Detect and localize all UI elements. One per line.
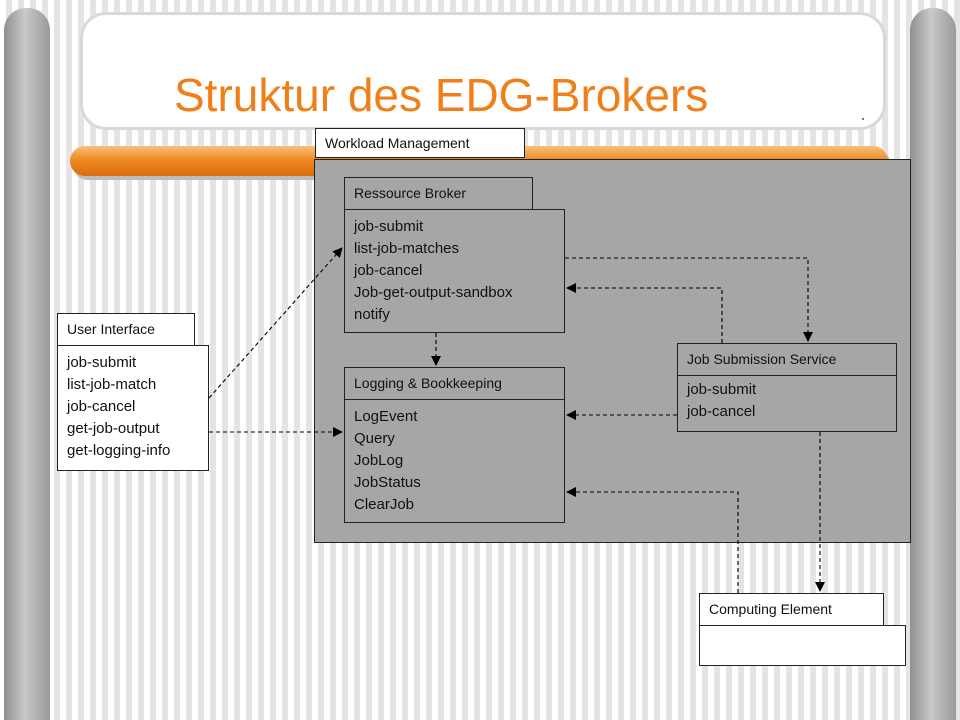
- logging-bookkeeping-item: JobLog: [354, 452, 404, 469]
- title-box: [80, 12, 886, 130]
- right-decorative-panel: [910, 8, 956, 720]
- ressource-broker-item: list-job-matches: [354, 240, 460, 257]
- logging-bookkeeping-item: JobStatus: [354, 474, 421, 491]
- title-dot: [862, 118, 864, 120]
- job-submission-service-box: job-submit job-cancel: [677, 375, 897, 432]
- user-interface-item: job-submit: [67, 354, 137, 371]
- user-interface-item: get-logging-info: [67, 442, 171, 459]
- ressource-broker-item: job-submit: [354, 218, 424, 235]
- logging-bookkeeping-item: LogEvent: [354, 408, 418, 425]
- user-interface-tab: User Interface: [57, 313, 195, 346]
- slide-title: Struktur des EDG-Brokers: [174, 69, 709, 121]
- computing-element-tab: Computing Element: [699, 593, 884, 626]
- ressource-broker-item: job-cancel: [354, 262, 423, 279]
- job-submission-service-tab: Job Submission Service: [677, 343, 897, 376]
- logging-bookkeeping-tab: Logging & Bookkeeping: [344, 367, 565, 400]
- ressource-broker-item: Job-get-output-sandbox: [354, 284, 513, 301]
- ressource-broker-box: job-submit list-job-matches job-cancel J…: [344, 209, 565, 333]
- logging-bookkeeping-item: Query: [354, 430, 395, 447]
- left-decorative-panel: [4, 8, 50, 720]
- computing-element-box: [699, 625, 906, 666]
- user-interface-item: get-job-output: [67, 420, 160, 437]
- ce-to-logging-arrow: [566, 487, 739, 593]
- ressource-broker-item: notify: [354, 306, 390, 323]
- ui-to-broker-arrow: [208, 247, 343, 399]
- job-submission-service-item: job-cancel: [687, 403, 756, 420]
- user-interface-item: list-job-match: [67, 376, 157, 393]
- user-interface-box: job-submit list-job-match job-cancel get…: [57, 345, 209, 471]
- broker-to-jss-arrow: [565, 257, 813, 342]
- job-submission-service-item: job-submit: [687, 381, 757, 398]
- logging-bookkeeping-box: LogEvent Query JobLog JobStatus ClearJob: [344, 399, 565, 523]
- ressource-broker-tab: Ressource Broker: [344, 177, 533, 210]
- logging-bookkeeping-item: ClearJob: [354, 496, 415, 513]
- workload-management-tab: Workload Management: [315, 128, 525, 158]
- jss-to-broker-arrow: [566, 283, 723, 343]
- user-interface-item: job-cancel: [67, 398, 136, 415]
